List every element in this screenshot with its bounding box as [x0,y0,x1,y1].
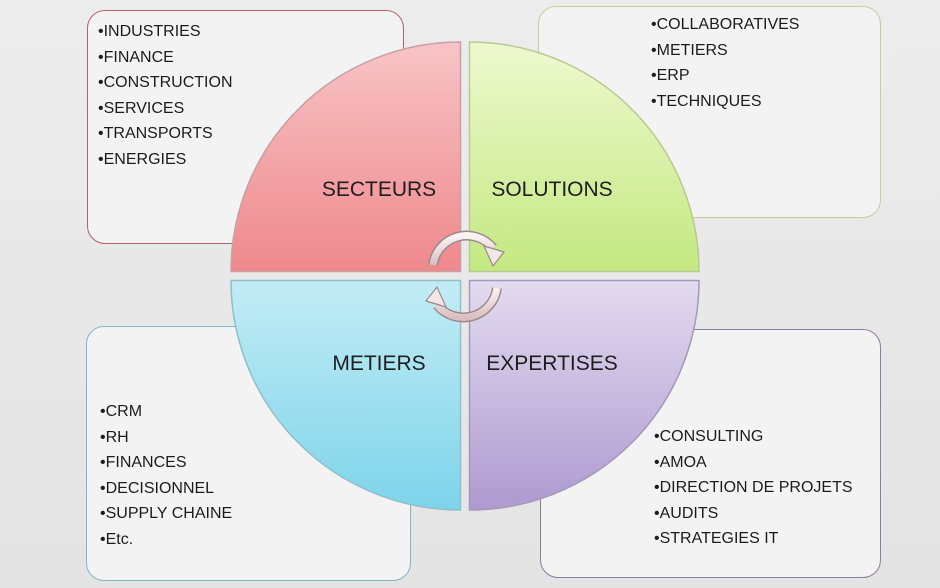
solutions-label: SOLUTIONS [491,178,612,201]
list-item: AUDITS [654,501,853,527]
list-item: SERVICES [98,96,233,122]
solutions-quadrant [468,41,700,273]
solutions-list: COLLABORATIVES METIERS ERP TECHNIQUES [651,12,800,115]
list-item: SUPPLY CHAINE [100,501,233,527]
secteurs-quadrant [230,41,462,273]
list-item: DIRECTION DE PROJETS [654,475,853,501]
list-item: INDUSTRIES [98,19,233,45]
metiers-label: METIERS [332,352,425,375]
list-item: ENERGIES [98,147,233,173]
expertises-list: CONSULTING AMOA DIRECTION DE PROJETS AUD… [654,424,853,552]
secteurs-list: INDUSTRIES FINANCE CONSTRUCTION SERVICES… [98,19,233,172]
list-item: METIERS [651,38,799,64]
list-item: RH [100,425,232,451]
list-item: FINANCE [98,45,233,71]
list-item: TECHNIQUES [651,89,799,115]
expertises-label: EXPERTISES [486,352,618,375]
secteurs-label: SECTEURS [322,178,436,201]
expertises-quadrant [468,279,700,511]
metiers-list: CRM RH FINANCES DECISIONNEL SUPPLY CHAIN… [100,399,233,553]
list-item: CONSULTING [654,424,853,450]
list-item: CRM [100,399,232,425]
list-item: TRANSPORTS [98,121,233,147]
list-item: DECISIONNEL [100,476,232,502]
list-item: ERP [651,63,799,89]
list-item: FINANCES [100,450,232,476]
list-item: STRATEGIES IT [654,526,853,552]
list-item: Etc. [100,527,232,553]
list-item: CONSTRUCTION [98,70,233,96]
circular-arrows-icon [424,230,506,323]
metiers-quadrant [230,279,462,511]
list-item: COLLABORATIVES [651,12,800,38]
list-item: AMOA [654,450,853,476]
